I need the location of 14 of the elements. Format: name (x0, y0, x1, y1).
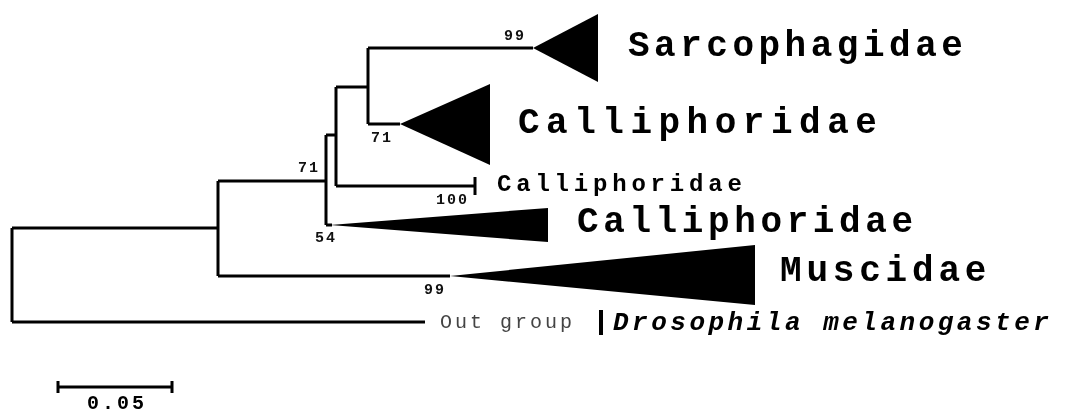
taxon-name: Calliphoridae (577, 205, 918, 241)
bootstrap-value: 99 (424, 282, 446, 298)
taxon-name: Calliphoridae (518, 106, 884, 142)
outgroup-label: Out group (440, 313, 576, 333)
bootstrap-value: 71 (298, 160, 320, 176)
taxon-name: Sarcophagidae (628, 29, 968, 65)
bootstrap-value: 100 (436, 192, 469, 208)
bootstrap-value: 99 (504, 28, 526, 44)
taxon-name: Muscidae (780, 254, 992, 290)
bootstrap-value: 54 (315, 230, 337, 246)
bootstrap-value: 71 (371, 130, 393, 146)
taxon-name: Calliphoridae (497, 173, 747, 197)
species-name: Drosophila melanogaster (613, 310, 1053, 336)
scale-value: 0.05 (87, 394, 147, 412)
